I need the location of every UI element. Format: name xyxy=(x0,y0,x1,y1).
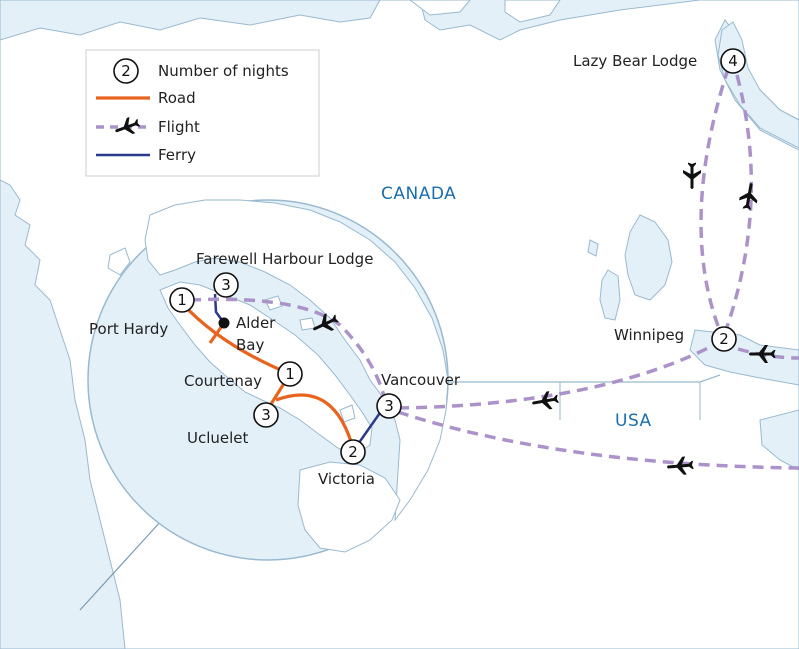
arctic-island-2 xyxy=(409,0,471,16)
state-border xyxy=(559,382,701,420)
island-b xyxy=(299,317,316,331)
label-courtenay: Courtenay xyxy=(184,372,262,390)
ferry-victoria-vancouver xyxy=(354,409,384,448)
label-lazy-bear-lodge: Lazy Bear Lodge xyxy=(573,52,697,70)
label-winnipeg: Winnipeg xyxy=(614,326,684,344)
inset-island xyxy=(107,247,131,276)
flight-winnipeg-lazybear-west xyxy=(699,71,729,327)
arctic-island xyxy=(504,0,561,23)
legend-road-label: Road xyxy=(158,89,196,107)
nights-lazy-bear: 4 xyxy=(728,52,738,70)
label-alder: Alder xyxy=(236,314,276,332)
legend-flight-label: Flight xyxy=(158,118,200,136)
nights-winnipeg: 2 xyxy=(719,330,729,348)
nights-vancouver: 3 xyxy=(384,397,394,415)
legend: 2 Number of nights Road Flight Ferry xyxy=(85,49,320,177)
flight-lazybear-winnipeg-east xyxy=(725,74,754,328)
night-circle-icon: 2 xyxy=(340,439,366,465)
flight-porthardy-vancouver xyxy=(189,297,387,401)
flight-vancouver-winnipeg xyxy=(397,341,719,410)
nights-port-hardy: 1 xyxy=(177,291,187,309)
night-circle-icon: 1 xyxy=(277,361,303,387)
island-c xyxy=(339,404,356,423)
night-circle-icon: 3 xyxy=(213,272,239,298)
night-circle-icon: 3 xyxy=(253,402,279,428)
pacific-ocean xyxy=(0,179,126,649)
legend-ferry-label: Ferry xyxy=(158,146,196,164)
label-usa: USA xyxy=(615,411,652,431)
night-circle-icon xyxy=(113,58,139,84)
night-circle-icon: 1 xyxy=(169,287,195,313)
bc-mainland xyxy=(144,199,449,522)
label-farewell-harbour-lodge: Farewell Harbour Lodge xyxy=(196,250,373,268)
lake-winnipeg xyxy=(624,214,673,301)
road-porthardy-courtenay xyxy=(180,301,291,376)
legend-nights-sample: 2 xyxy=(121,62,131,80)
label-victoria: Victoria xyxy=(318,470,375,488)
nights-farewell: 3 xyxy=(221,276,231,294)
nights-victoria: 2 xyxy=(348,443,358,461)
lake-small-1 xyxy=(587,239,599,257)
country-border xyxy=(430,374,721,383)
night-circle-icon: 2 xyxy=(711,326,737,352)
stop-dot-icon xyxy=(218,317,230,329)
label-ucluelet: Ucluelet xyxy=(187,429,249,447)
night-circle-icon: 3 xyxy=(376,393,402,419)
label-canada: CANADA xyxy=(381,184,456,204)
nights-ucluelet: 3 xyxy=(261,406,271,424)
label-port-hardy: Port Hardy xyxy=(89,320,168,338)
nights-courtenay: 1 xyxy=(285,365,295,383)
legend-nights-label: Number of nights xyxy=(158,62,289,80)
flight-winnipeg-east xyxy=(737,347,799,360)
label-vancouver: Vancouver xyxy=(381,371,461,389)
night-circle-icon: 4 xyxy=(720,48,746,74)
arctic-water xyxy=(0,0,381,41)
lake-manitoba xyxy=(599,269,621,321)
road-ucluelet-victoria xyxy=(275,393,356,453)
flight-vancouver-east xyxy=(397,410,799,470)
inset-leader xyxy=(79,519,163,611)
lake-superior xyxy=(759,409,799,471)
bay-water xyxy=(700,0,799,149)
island-a xyxy=(264,295,283,311)
label-bay: Bay xyxy=(236,336,264,354)
